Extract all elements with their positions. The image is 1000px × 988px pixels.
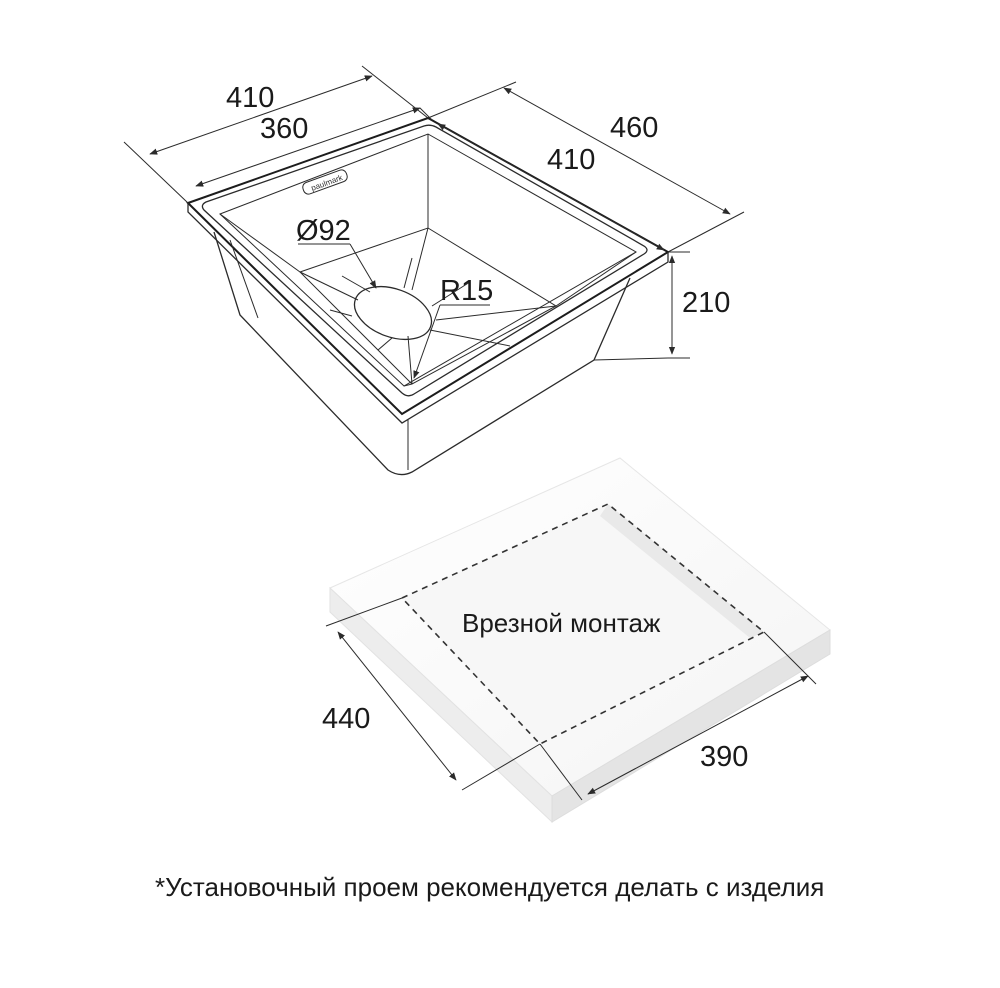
dim-drain-diameter: Ø92 (296, 215, 377, 289)
dim-cutout-length: 440 (322, 597, 541, 791)
dim-inner-length: 410 (437, 123, 665, 251)
svg-text:440: 440 (322, 703, 370, 735)
svg-text:410: 410 (226, 82, 274, 114)
countertop-slab (329, 457, 831, 824)
dim-depth: 210 (668, 251, 730, 359)
svg-text:360: 360 (260, 113, 308, 145)
svg-text:390: 390 (700, 741, 748, 773)
svg-text:460: 460 (610, 112, 658, 144)
svg-text:Ø92: Ø92 (296, 215, 351, 247)
mount-type-label: Врезной монтаж (462, 608, 661, 638)
svg-text:210: 210 (682, 287, 730, 319)
dim-cutout-width: 390 (539, 631, 817, 801)
svg-text:R15: R15 (440, 275, 493, 307)
dim-corner-radius: R15 (413, 275, 493, 379)
svg-text:paulmark: paulmark (310, 173, 345, 193)
sink-body: paulmark (186, 116, 670, 476)
svg-text:410: 410 (547, 144, 595, 176)
brand-plate: paulmark (302, 169, 348, 195)
installation-footnote: *Установочный проем рекомендуется делать… (155, 872, 824, 902)
dim-inner-width: 360 (195, 107, 433, 187)
